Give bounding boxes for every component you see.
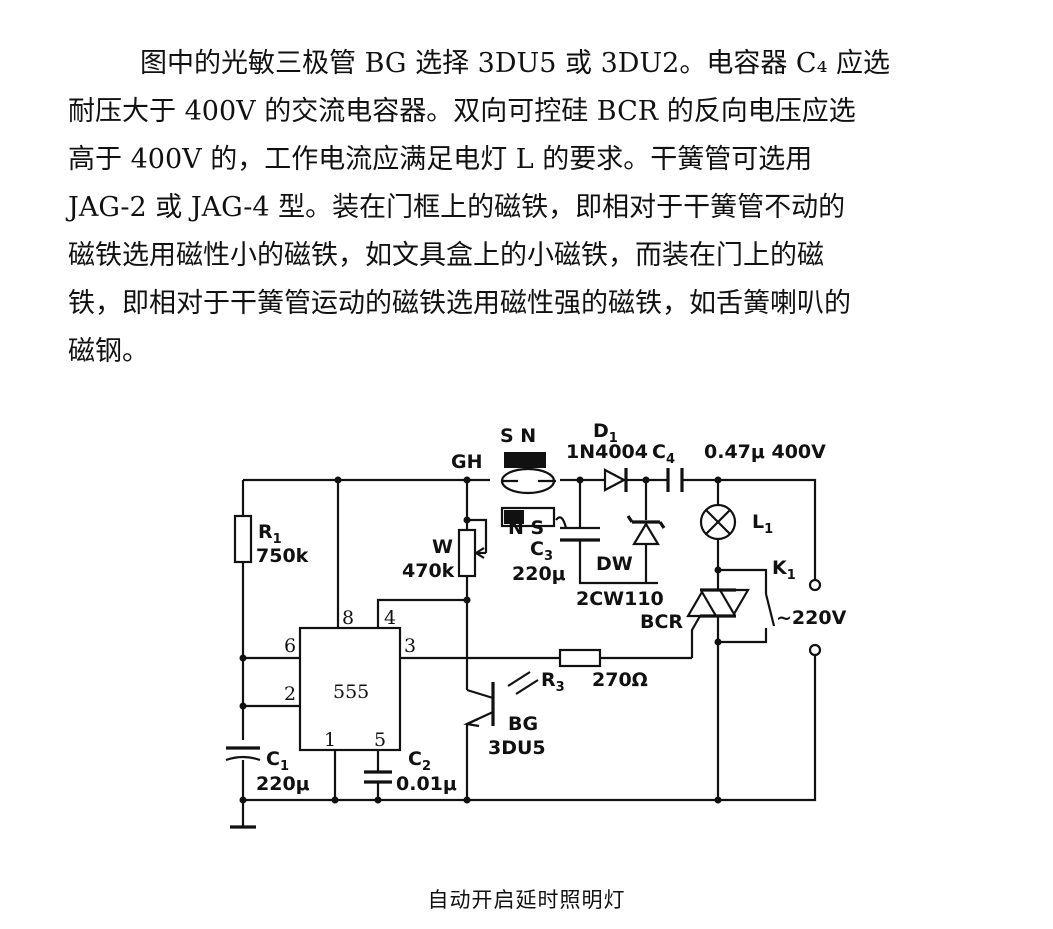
r1-value: 750k — [256, 545, 309, 567]
ic-555-body — [298, 626, 402, 752]
w-value: 470k — [402, 560, 455, 582]
r3-name: R3 — [541, 669, 565, 695]
article-line: JAG-2 或 JAG-4 型。装在门框上的磁铁，即相对于干簧管不动的 — [68, 192, 846, 223]
bg-phototransistor — [463, 671, 539, 800]
article-line: 耐压大于 400V 的交流电容器。双向可控硅 BCR 的反向电压应选 — [68, 96, 856, 127]
c2-capacitor — [364, 750, 392, 800]
pin4-wire — [376, 598, 467, 628]
bcr-label: BCR — [640, 611, 683, 633]
r3-value: 270Ω — [592, 669, 648, 691]
pin3-label: 3 — [404, 635, 416, 657]
magnet-bottom-label: N S — [508, 517, 544, 539]
ic-555-label: 555 — [333, 681, 369, 703]
article-line: 高于 400V 的，工作电流应满足电灯 L 的要求。干簧管可选用 — [68, 144, 813, 175]
mains-label: ~220V — [776, 607, 847, 629]
bg-part: 3DU5 — [488, 737, 546, 759]
r1-resistor — [233, 480, 253, 740]
bcr-triac — [686, 570, 750, 800]
dw-part: 2CW110 — [576, 588, 664, 610]
r3-resistor — [558, 648, 692, 668]
w-name: W — [432, 536, 453, 558]
c1-value: 220μ — [256, 773, 310, 795]
pin6-label: 6 — [284, 635, 296, 657]
d1-name: D1 — [593, 420, 618, 446]
c4-capacitor — [666, 468, 684, 492]
c3-name: C3 — [530, 538, 553, 564]
gh-label: GH — [451, 451, 483, 473]
c4-value: 0.47μ 400V — [704, 441, 826, 463]
pin4-label: 4 — [384, 607, 396, 629]
bottom-rail — [243, 655, 817, 802]
l1-name: L1 — [752, 511, 773, 537]
mains-terminals — [808, 578, 822, 657]
junction-dots — [239, 476, 722, 804]
bg-name: BG — [508, 713, 538, 735]
figure-caption: 自动开启延时照明灯 — [427, 888, 626, 912]
d1-part: 1N4004 — [566, 441, 648, 463]
c2-name: C2 — [408, 748, 431, 774]
dw-zener — [626, 480, 666, 583]
lamp-l1 — [699, 480, 737, 570]
article-text: 图中的光敏三极管 BG 选择 3DU5 或 3DU2。电容器 C₄ 应选 耐压大… — [68, 40, 1008, 376]
reed-switch — [500, 452, 556, 528]
c4-name: C4 — [652, 441, 675, 467]
r1-name: R1 — [258, 521, 282, 547]
c2-value: 0.01μ — [396, 773, 457, 795]
ground-symbol — [230, 810, 256, 829]
magnet-top-label: S N — [500, 425, 536, 447]
article-line: 磁钢。 — [68, 336, 149, 367]
pin2-label: 2 — [284, 683, 296, 705]
k1-switch — [718, 568, 776, 644]
k1-name: K1 — [772, 557, 796, 583]
article-line: 磁铁选用磁性小的磁铁，如文具盒上的小磁铁，而装在门上的磁 — [68, 240, 824, 271]
article-line: 图中的光敏三极管 BG 选择 3DU5 或 3DU2。电容器 C₄ 应选 — [140, 48, 890, 79]
article-line: 铁，即相对于干簧管运动的磁铁选用磁性强的磁铁，如舌簧喇叭的 — [68, 288, 851, 319]
c3-value: 220μ — [512, 563, 566, 585]
pin1-label: 1 — [324, 729, 336, 751]
pin8-label: 8 — [342, 607, 354, 629]
c3-capacitor — [555, 480, 658, 585]
c1-name: C1 — [266, 748, 289, 774]
pin5-label: 5 — [374, 729, 386, 751]
dw-name: DW — [596, 553, 633, 575]
d1-diode — [603, 468, 640, 492]
